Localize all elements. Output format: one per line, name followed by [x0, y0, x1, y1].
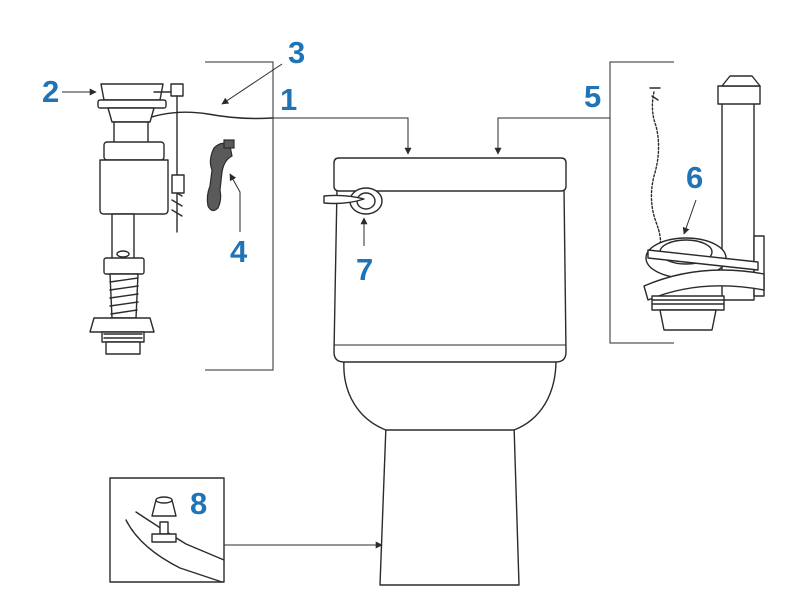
label-8: 8 [190, 486, 207, 521]
leader-4 [229, 173, 241, 232]
fill-valve-bracket [205, 61, 274, 371]
bolt-cap-inset [109, 477, 225, 583]
flush-valve-assembly [643, 75, 765, 331]
label-7: 7 [356, 252, 373, 287]
label-3: 3 [288, 35, 305, 70]
leader-6 [682, 199, 697, 235]
leader-3 [221, 63, 283, 105]
tank-lid [333, 157, 567, 192]
label-1: 1 [280, 82, 297, 117]
leader-5 [494, 117, 610, 155]
flush-valve-bracket [609, 61, 674, 344]
float-clip [206, 139, 235, 212]
toilet-bowl [343, 359, 557, 431]
label-6: 6 [686, 160, 703, 195]
leader-1 [273, 117, 412, 155]
fill-valve-assembly [89, 83, 273, 355]
toilet [323, 157, 567, 586]
label-4: 4 [230, 234, 248, 269]
toilet-tank [333, 187, 567, 363]
label-2: 2 [42, 74, 59, 109]
toilet-base [379, 424, 520, 586]
label-5: 5 [584, 79, 601, 114]
trip-lever-handle [323, 187, 383, 215]
